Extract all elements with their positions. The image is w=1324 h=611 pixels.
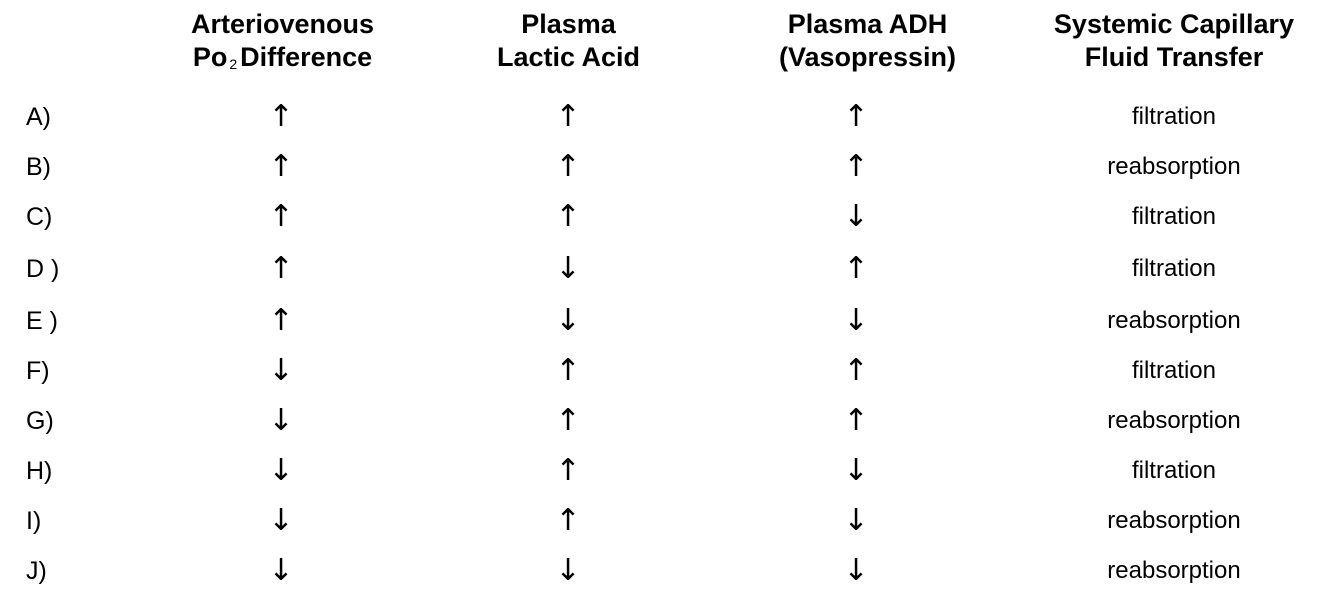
answer-row: A) ↑ ↑ ↑ filtration [0, 97, 1324, 137]
lactic-arrow-icon: ↓ [555, 553, 581, 588]
header-text: Difference [240, 42, 373, 72]
po2-arrow-icon: ↑ [268, 199, 294, 234]
lactic-arrow-icon: ↓ [555, 303, 581, 338]
row-label: G) [26, 407, 54, 435]
lactic-arrow-icon: ↑ [555, 403, 581, 438]
header-line: Plasma ADH [787, 9, 948, 39]
fluid-transfer-value: filtration [1131, 457, 1217, 484]
adh-arrow-icon: ↓ [843, 453, 869, 488]
po2-arrow-icon: ↑ [268, 149, 294, 184]
header-plasma-lactic-acid: Plasma Lactic Acid [456, 8, 681, 74]
fluid-transfer-value: reabsorption [1107, 507, 1241, 534]
row-label: D ) [26, 255, 60, 283]
answer-row: G) ↓ ↑ ↑ reabsorption [0, 401, 1324, 441]
adh-arrow-icon: ↑ [843, 353, 869, 388]
adh-arrow-icon: ↓ [843, 553, 869, 588]
header-line: Arteriovenous [190, 9, 375, 39]
row-label: E ) [26, 307, 58, 335]
row-label: F) [26, 357, 50, 385]
row-label: A) [26, 103, 51, 131]
fluid-transfer-value: filtration [1131, 203, 1217, 230]
answer-row: H) ↓ ↑ ↓ filtration [0, 451, 1324, 491]
fluid-transfer-value: filtration [1131, 103, 1217, 130]
adh-arrow-icon: ↑ [843, 99, 869, 134]
lactic-arrow-icon: ↑ [555, 503, 581, 538]
row-label: B) [26, 153, 51, 181]
lactic-arrow-icon: ↑ [555, 453, 581, 488]
answer-row: D ) ↑ ↓ ↑ filtration [0, 249, 1324, 289]
header-subscript: 2 [229, 56, 238, 72]
fluid-transfer-value: filtration [1131, 255, 1217, 282]
adh-arrow-icon: ↓ [843, 503, 869, 538]
po2-arrow-icon: ↓ [268, 553, 294, 588]
row-label: H) [26, 457, 53, 485]
header-line: Fluid Transfer [1084, 42, 1264, 72]
answer-row: E ) ↑ ↓ ↓ reabsorption [0, 301, 1324, 341]
adh-arrow-icon: ↑ [843, 149, 869, 184]
lactic-arrow-icon: ↑ [555, 199, 581, 234]
po2-arrow-icon: ↓ [268, 503, 294, 538]
header-line: Lactic Acid [496, 42, 641, 72]
fluid-transfer-value: reabsorption [1107, 557, 1241, 584]
po2-arrow-icon: ↓ [268, 403, 294, 438]
header-plasma-adh: Plasma ADH (Vasopressin) [745, 8, 990, 74]
answer-row: B) ↑ ↑ ↑ reabsorption [0, 147, 1324, 187]
answer-row: F) ↓ ↑ ↑ filtration [0, 351, 1324, 391]
adh-arrow-icon: ↓ [843, 199, 869, 234]
adh-arrow-icon: ↑ [843, 251, 869, 286]
header-line: Plasma [521, 9, 616, 39]
adh-arrow-icon: ↑ [843, 403, 869, 438]
lactic-arrow-icon: ↑ [555, 99, 581, 134]
answer-row: C) ↑ ↑ ↓ filtration [0, 197, 1324, 237]
po2-arrow-icon: ↓ [268, 453, 294, 488]
po2-arrow-icon: ↑ [268, 99, 294, 134]
header-line: Systemic Capillary [1053, 9, 1295, 39]
lactic-arrow-icon: ↓ [555, 251, 581, 286]
fluid-transfer-value: reabsorption [1107, 407, 1241, 434]
header-text: Po [192, 42, 228, 72]
po2-arrow-icon: ↑ [268, 303, 294, 338]
header-capillary-fluid-transfer: Systemic Capillary Fluid Transfer [1034, 8, 1314, 74]
answer-row: I) ↓ ↑ ↓ reabsorption [0, 501, 1324, 541]
lactic-arrow-icon: ↑ [555, 353, 581, 388]
adh-arrow-icon: ↓ [843, 303, 869, 338]
po2-arrow-icon: ↓ [268, 353, 294, 388]
row-label: C) [26, 203, 53, 231]
row-label: J) [26, 557, 47, 585]
lactic-arrow-icon: ↑ [555, 149, 581, 184]
row-label: I) [26, 507, 42, 535]
fluid-transfer-value: reabsorption [1107, 153, 1241, 180]
header-line: (Vasopressin) [778, 42, 957, 72]
fluid-transfer-value: filtration [1131, 357, 1217, 384]
answer-row: J) ↓ ↓ ↓ reabsorption [0, 551, 1324, 591]
po2-arrow-icon: ↑ [268, 251, 294, 286]
fluid-transfer-value: reabsorption [1107, 307, 1241, 334]
